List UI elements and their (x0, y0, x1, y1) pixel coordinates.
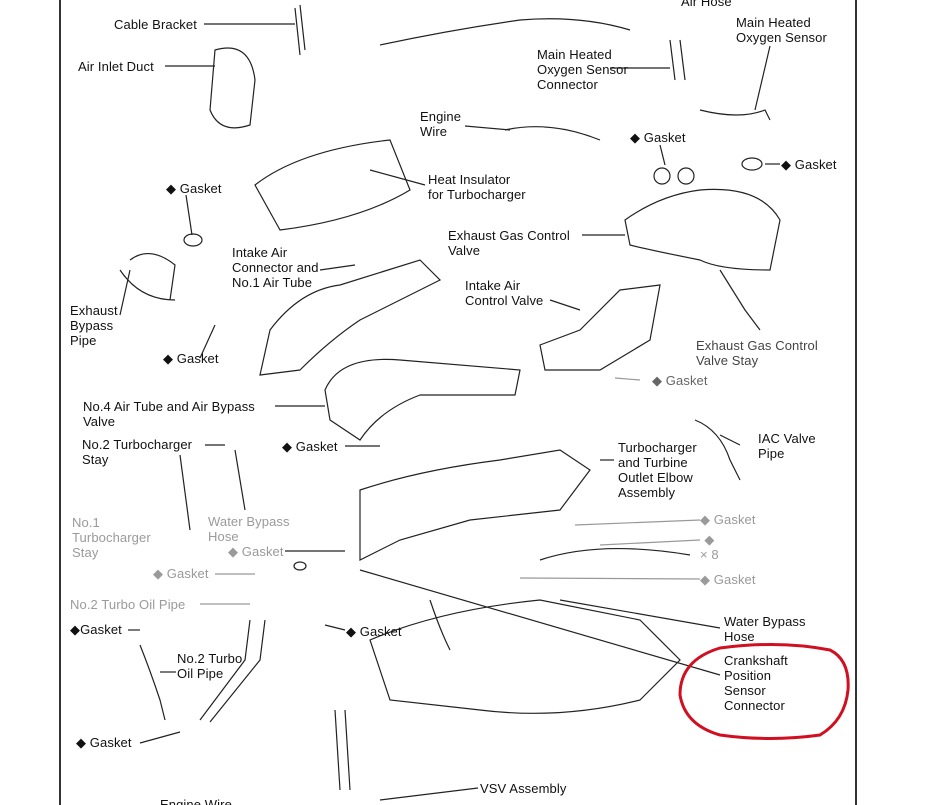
label-gasket: ◆ Gasket (700, 512, 756, 527)
label-air-hose: Air Hose (681, 0, 732, 9)
label-intake-air-connector: Intake Air Connector and No.1 Air Tube (232, 245, 319, 290)
label-vsv-assembly: VSV Assembly (480, 781, 567, 796)
label-gasket: ◆ Gasket (282, 439, 338, 454)
label-quantity-x8: ◆ × 8 (700, 532, 719, 562)
label-gasket: ◆ Gasket (630, 130, 686, 145)
label-crankshaft-position-sensor-connector: Crankshaft Position Sensor Connector (724, 653, 788, 713)
label-gasket: ◆ Gasket (153, 566, 209, 581)
label-water-bypass-hose-left: Water Bypass Hose (208, 514, 290, 544)
label-water-bypass-hose-right: Water Bypass Hose (724, 614, 806, 644)
label-gasket: ◆ Gasket (700, 572, 756, 587)
label-main-heated-oxygen-sensor: Main Heated Oxygen Sensor (736, 15, 827, 45)
label-gasket: ◆ Gasket (228, 544, 284, 559)
label-gasket: ◆ Gasket (781, 157, 837, 172)
label-gasket: ◆ Gasket (166, 181, 222, 196)
label-gasket: ◆ Gasket (346, 624, 402, 639)
label-iac-valve-pipe: IAC Valve Pipe (758, 431, 816, 461)
label-gasket: ◆Gasket (70, 622, 122, 637)
label-gasket: ◆ Gasket (76, 735, 132, 750)
label-no2-turbo-oil-pipe: No.2 Turbo Oil Pipe (177, 651, 243, 681)
label-turbocharger-assembly: Turbocharger and Turbine Outlet Elbow As… (618, 440, 697, 500)
label-no4-air-tube: No.4 Air Tube and Air Bypass Valve (83, 399, 255, 429)
label-heat-insulator: Heat Insulator for Turbocharger (428, 172, 526, 202)
leader-lines (119, 23, 780, 801)
label-no1-turbocharger-stay: No.1 Turbocharger Stay (72, 515, 151, 560)
red-highlight-ellipse (678, 642, 850, 740)
label-air-inlet-duct: Air Inlet Duct (78, 59, 154, 74)
label-no2-turbocharger-stay: No.2 Turbocharger Stay (82, 437, 193, 467)
label-gasket: ◆ Gasket (163, 351, 219, 366)
left-page-border (59, 0, 61, 805)
part-outlines (119, 4, 781, 791)
label-oxygen-sensor-connector: Main Heated Oxygen Sensor Connector (537, 47, 628, 92)
label-cable-bracket: Cable Bracket (114, 17, 197, 32)
label-engine-wire-bottom: Engine Wire (160, 797, 232, 805)
label-exhaust-bypass-pipe: Exhaust Bypass Pipe (70, 303, 118, 348)
label-intake-air-control-valve: Intake Air Control Valve (465, 278, 544, 308)
label-gasket: ◆ Gasket (652, 373, 708, 388)
label-engine-wire-top: Engine Wire (420, 109, 462, 139)
label-exhaust-gas-control-valve-stay: Exhaust Gas Control Valve Stay (696, 338, 818, 368)
right-page-border (855, 0, 857, 805)
label-exhaust-gas-control-valve: Exhaust Gas Control Valve (448, 228, 570, 258)
label-no2-turbo-oil-pipe-grey: No.2 Turbo Oil Pipe (70, 597, 186, 612)
